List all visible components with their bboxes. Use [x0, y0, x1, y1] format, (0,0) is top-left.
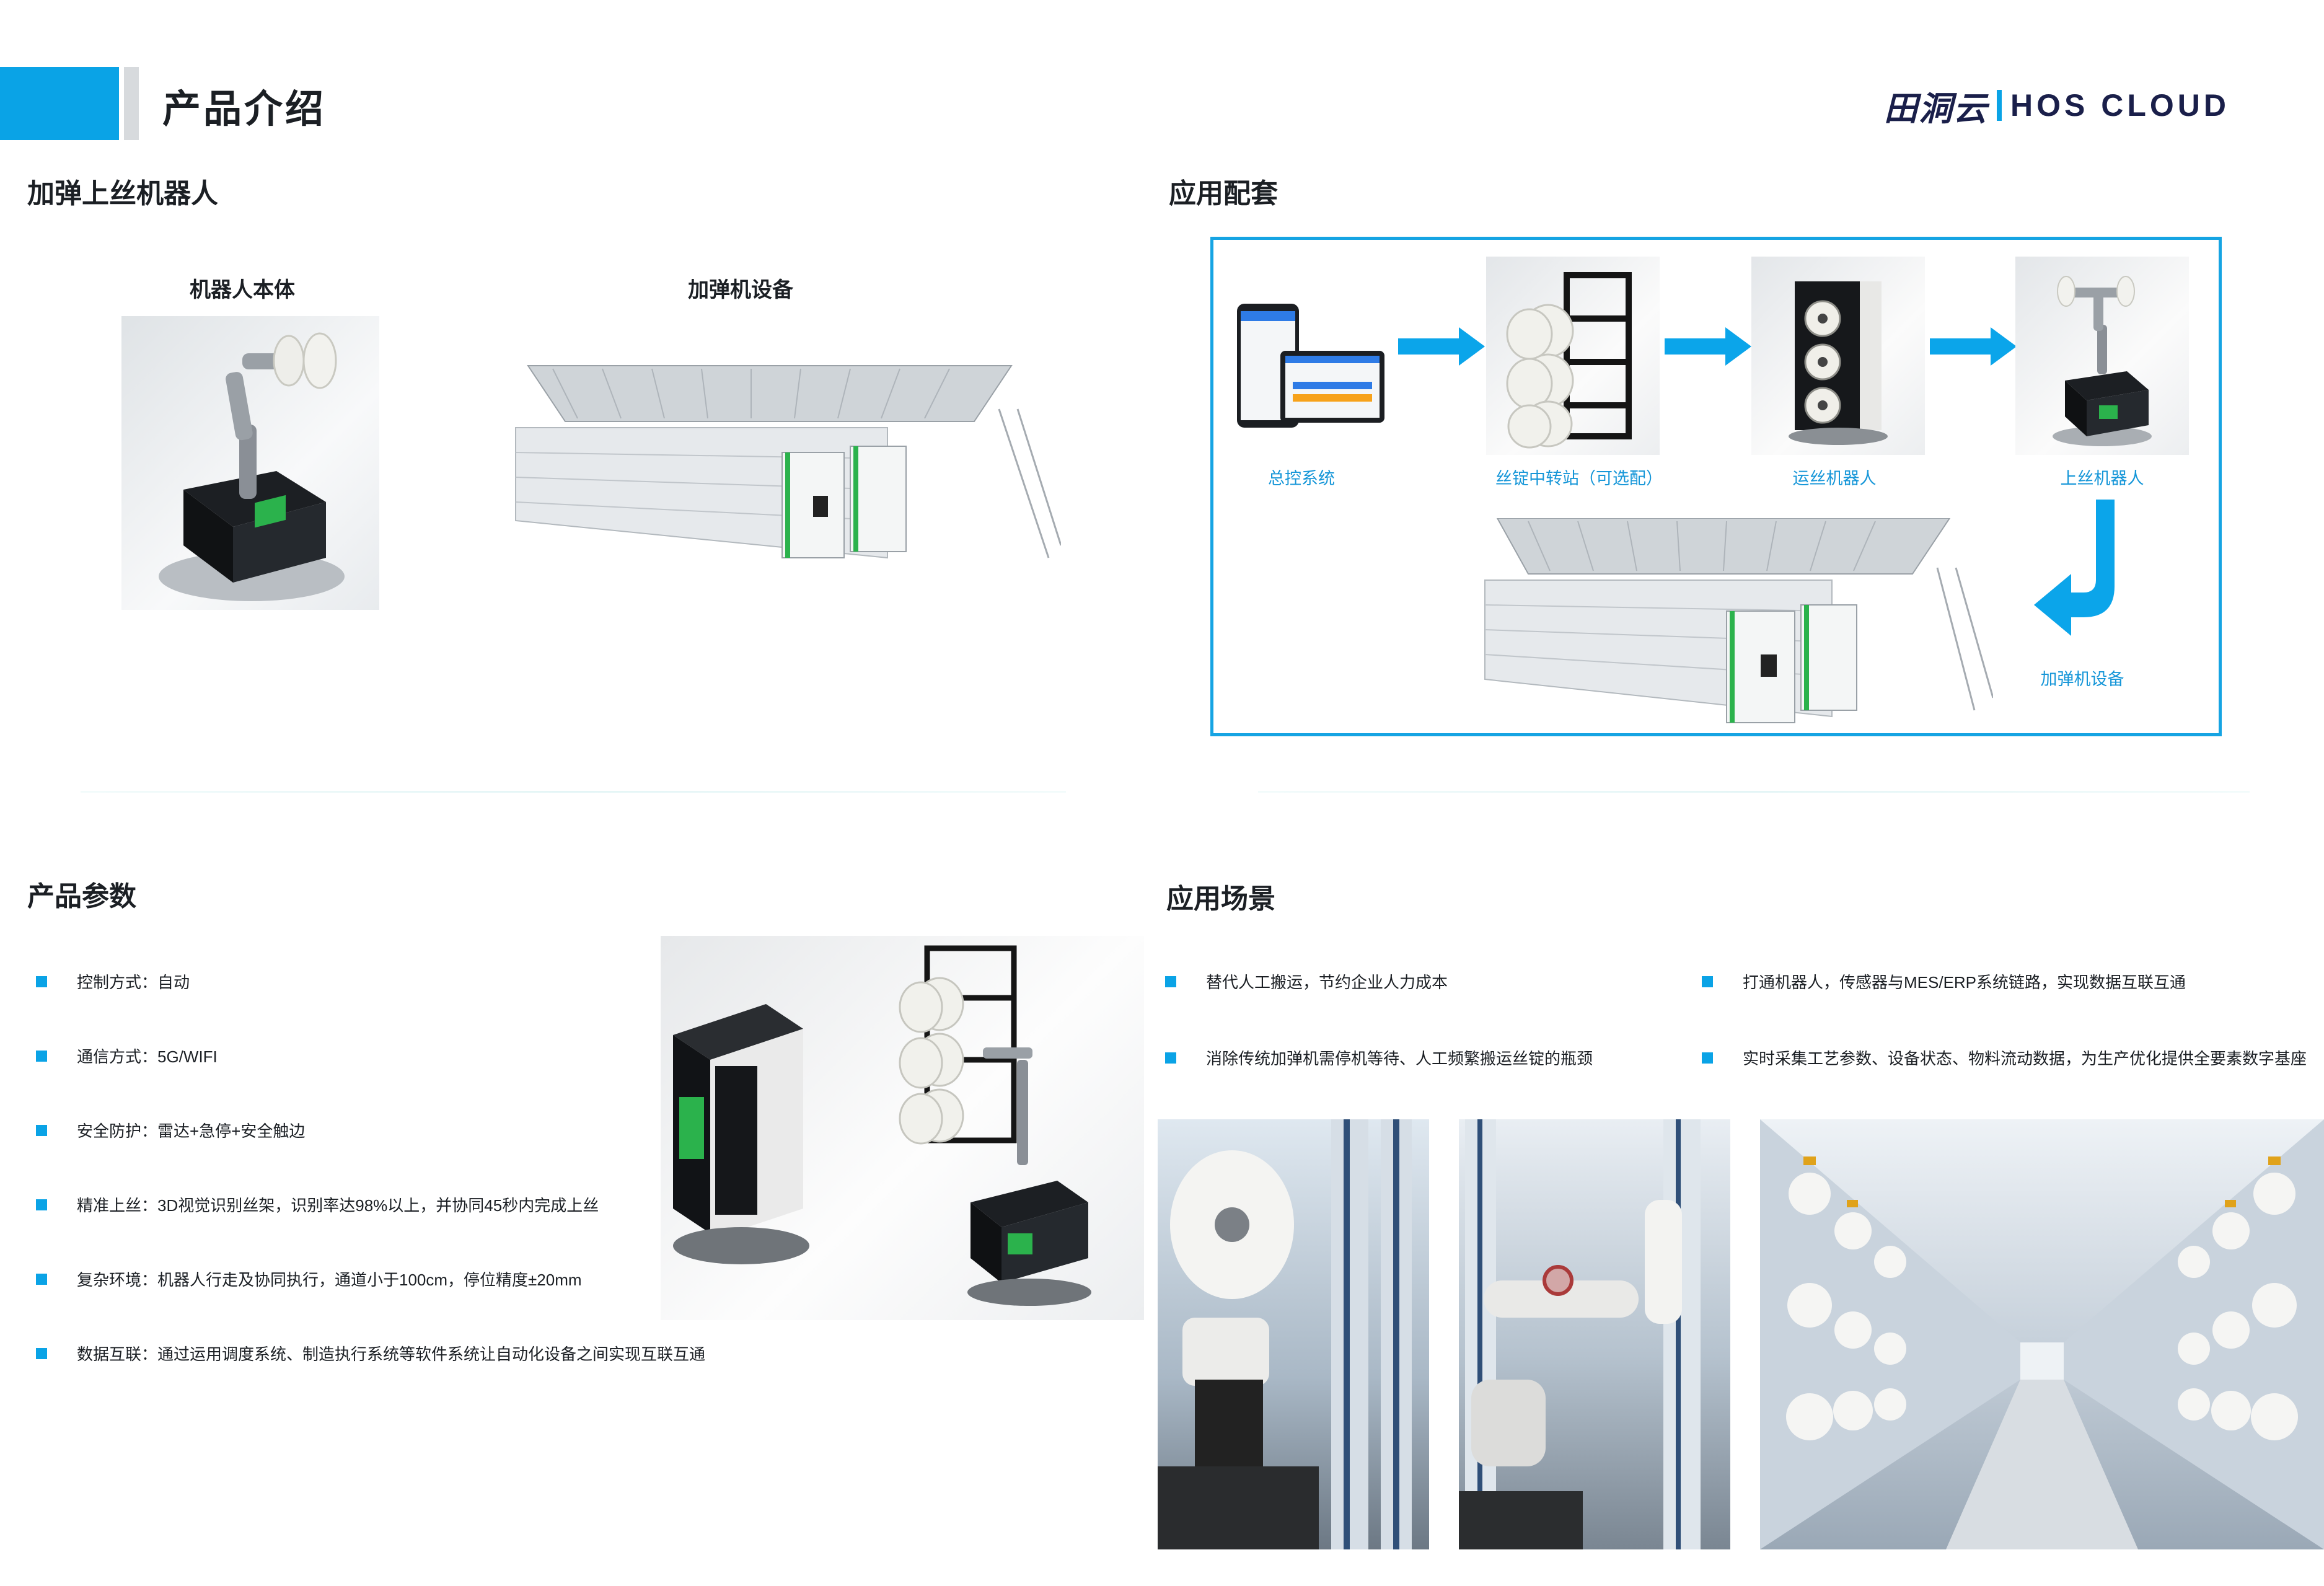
- page-title: 产品介绍: [162, 88, 327, 131]
- section-divider-right: [1258, 791, 2250, 793]
- control-system-image: [1237, 301, 1386, 431]
- bullet-square-icon: [1165, 1052, 1176, 1064]
- app-section-title: 应用配套: [1169, 178, 1278, 209]
- scene-section-title: 应用场景: [1166, 884, 1275, 914]
- flow-texturing-machine-image: [1479, 518, 1993, 739]
- bullet-square-icon: [1702, 1052, 1713, 1064]
- scene-text: 消除传统加弹机需停机等待、人工频繁搬运丝锭的瓶颈: [1206, 1049, 1593, 1068]
- loading-robot-image: [2015, 257, 2189, 455]
- scene-item: 替代人工搬运，节约企业人力成本: [1165, 970, 1448, 993]
- scene-item: 消除传统加弹机需停机等待、人工频繁搬运丝锭的瓶颈: [1165, 1046, 1593, 1069]
- robot-section-title: 加弹上丝机器人: [27, 178, 218, 209]
- param-text: 通信方式：5G/WIFI: [77, 1047, 218, 1066]
- scene-text: 打通机器人，传感器与MES/ERP系统链路，实现数据互联互通: [1743, 973, 2186, 992]
- param-text: 安全防护：雷达+急停+安全触边: [77, 1122, 306, 1140]
- factory-photo-2: [1459, 1119, 1730, 1549]
- flow-step-label-3: 运丝机器人: [1792, 469, 1877, 488]
- bullet-square-icon: [36, 1050, 47, 1062]
- param-item: 控制方式：自动: [36, 970, 190, 993]
- texturing-machine-image: [503, 335, 1061, 583]
- factory-photo-1: [1158, 1119, 1429, 1549]
- bullet-square-icon: [1702, 976, 1713, 987]
- flow-step-label-1: 总控系统: [1268, 469, 1335, 488]
- bullet-square-icon: [36, 1199, 47, 1210]
- bullet-square-icon: [36, 1347, 47, 1359]
- robot-body-label: 机器人本体: [190, 278, 295, 302]
- header-accent-block: [0, 67, 119, 140]
- section-divider-left: [81, 791, 1066, 793]
- flow-machine-label: 加弹机设备: [2040, 670, 2124, 689]
- flow-arrow-right-icon: [1398, 327, 1485, 366]
- flow-diagram-frame: [1210, 237, 2222, 736]
- bullet-square-icon: [36, 976, 47, 987]
- param-item: 数据互联：通过运用调度系统、制造执行系统等软件系统让自动化设备之间实现互联互通: [36, 1342, 705, 1365]
- param-text: 控制方式：自动: [77, 973, 190, 992]
- scene-text: 替代人工搬运，节约企业人力成本: [1206, 973, 1448, 992]
- params-section-title: 产品参数: [27, 881, 136, 912]
- bullet-square-icon: [36, 1124, 47, 1136]
- factory-photo-3: [1760, 1119, 2324, 1549]
- transport-robot-image: [1751, 257, 1925, 455]
- flow-step-label-4: 上丝机器人: [2060, 469, 2144, 488]
- logo-chinese: 田洞云: [1884, 90, 1988, 128]
- robot-render-image: [661, 936, 1144, 1320]
- param-item: 安全防护：雷达+急停+安全触边: [36, 1119, 305, 1142]
- param-item: 复杂环境：机器人行走及协同执行，通道小于100cm，停位精度±20mm: [36, 1267, 582, 1290]
- scene-item: 打通机器人，传感器与MES/ERP系统链路，实现数据互联互通: [1702, 970, 2186, 993]
- transfer-station-image: [1486, 257, 1660, 455]
- param-item: 精准上丝：3D视觉识别丝架，识别率达98%以上，并协同45秒内完成上丝: [36, 1193, 599, 1216]
- robot-image: [121, 316, 379, 610]
- param-text: 复杂环境：机器人行走及协同执行，通道小于100cm，停位精度±20mm: [77, 1271, 582, 1289]
- machine-label: 加弹机设备: [688, 278, 793, 302]
- param-item: 通信方式：5G/WIFI: [36, 1044, 218, 1067]
- header-accent-bar: [124, 67, 139, 140]
- brand-logo: 田洞云 HOS CLOUD: [1884, 87, 2230, 128]
- flow-arrow-down-left-icon: [2034, 500, 2121, 642]
- scene-text: 实时采集工艺参数、设备状态、物料流动数据，为生产优化提供全要素数字基座: [1743, 1049, 2307, 1068]
- flow-step-label-2: 丝锭中转站（可选配）: [1495, 469, 1663, 488]
- logo-divider: [1997, 90, 2002, 121]
- param-text: 精准上丝：3D视觉识别丝架，识别率达98%以上，并协同45秒内完成上丝: [77, 1196, 599, 1215]
- bullet-square-icon: [1165, 976, 1176, 987]
- logo-english: HOS CLOUD: [2010, 88, 2230, 123]
- param-text: 数据互联：通过运用调度系统、制造执行系统等软件系统让自动化设备之间实现互联互通: [77, 1345, 706, 1364]
- bullet-square-icon: [36, 1273, 47, 1285]
- flow-arrow-right-icon: [1930, 327, 2017, 366]
- scene-item: 实时采集工艺参数、设备状态、物料流动数据，为生产优化提供全要素数字基座: [1702, 1046, 2307, 1069]
- flow-arrow-right-icon: [1665, 327, 1751, 366]
